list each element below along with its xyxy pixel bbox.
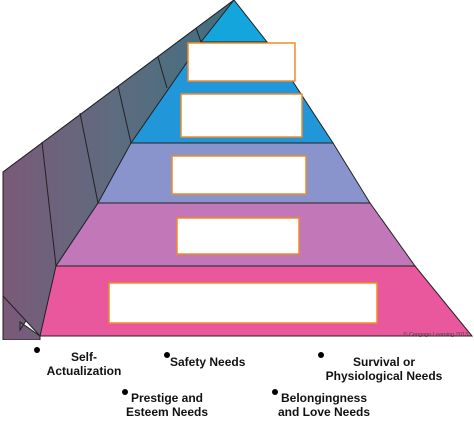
label-safety-needs[interactable]: Safety Needs (170, 355, 250, 369)
side-divider (195, 27, 202, 43)
answer-box-top[interactable] (187, 42, 296, 82)
side-divider (117, 85, 132, 144)
answer-box-base[interactable] (108, 282, 378, 324)
label-line: Survival or (352, 355, 416, 369)
label-line: Esteem Needs (125, 405, 209, 419)
label-survival-needs[interactable]: Survival or Physiological Needs (324, 355, 444, 383)
label-self-actualization[interactable]: Self- Actualization (44, 350, 124, 378)
side-divider (41, 141, 57, 267)
side-divider (157, 56, 168, 89)
answer-box-fourth[interactable] (176, 217, 300, 255)
answer-box-second[interactable] (180, 93, 303, 138)
label-line: and Love Needs (277, 405, 371, 419)
bullet (34, 347, 40, 353)
label-line: Belongingness (280, 391, 367, 405)
label-prestige-needs[interactable]: Prestige and Esteem Needs (124, 391, 210, 419)
label-line: Prestige and (130, 391, 204, 405)
bullet (318, 352, 324, 358)
label-line: Safety Needs (170, 355, 246, 369)
copyright-credit: © Cengage Learning 2013 (403, 331, 468, 338)
bullet (122, 389, 128, 395)
bullet (272, 389, 278, 395)
hierarchy-pyramid: © Cengage Learning 2013 (2, 0, 474, 340)
side-divider (79, 112, 99, 204)
label-belongingness-needs[interactable]: Belongingness and Love Needs (276, 391, 372, 419)
label-line: Actualization (46, 364, 122, 378)
label-line: Physiological Needs (325, 369, 443, 383)
answer-box-middle[interactable] (171, 155, 307, 195)
bullet (164, 352, 170, 358)
label-line: Self- (70, 350, 97, 364)
